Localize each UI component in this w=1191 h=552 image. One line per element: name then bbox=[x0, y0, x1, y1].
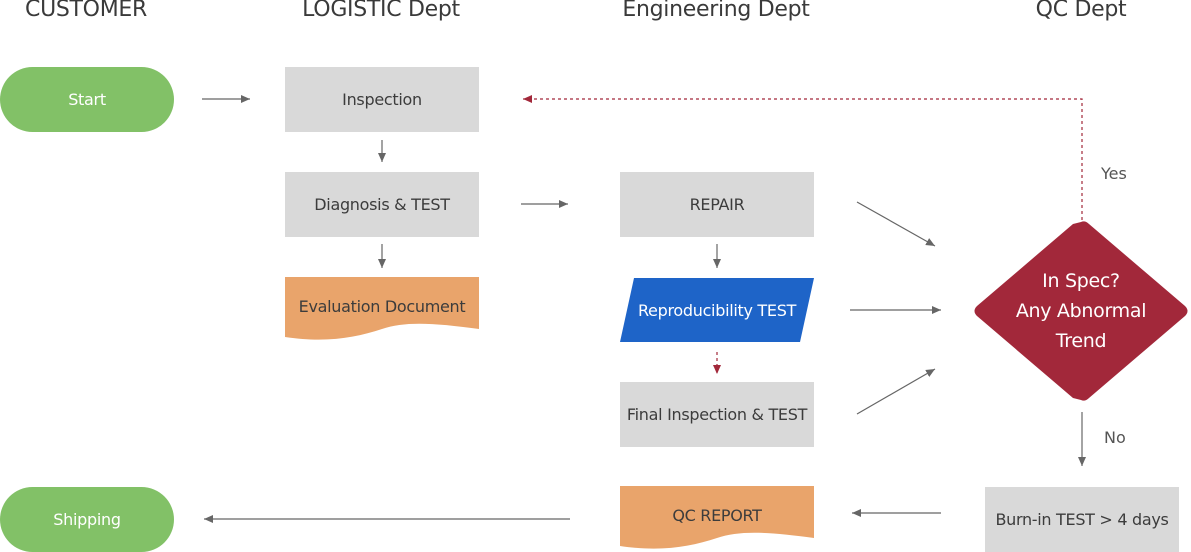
decision-label-line1: In Spec? bbox=[1042, 270, 1120, 292]
arrow-decision-yes-to-inspection bbox=[523, 95, 1083, 220]
inspection-node[interactable]: Inspection bbox=[285, 67, 479, 132]
burn-in-label: Burn-in TEST > 4 days bbox=[995, 510, 1169, 529]
document-shape bbox=[285, 277, 479, 340]
column-header-customer: CUSTOMER bbox=[25, 0, 147, 22]
final-inspection-node[interactable]: Final Inspection & TEST bbox=[620, 382, 814, 447]
column-header-engineering: Engineering Dept bbox=[622, 0, 810, 22]
arrow-repair-to-decision bbox=[856, 201, 936, 247]
qc-report-label: QC REPORT bbox=[672, 505, 762, 525]
final-inspection-label: Final Inspection & TEST bbox=[626, 405, 808, 424]
edge-label-no: No bbox=[1104, 428, 1126, 447]
arrow-final-to-decision bbox=[856, 368, 936, 415]
diagnosis-node[interactable]: Diagnosis & TEST bbox=[285, 172, 479, 237]
evaluation-label: Evaluation Document bbox=[298, 296, 466, 316]
document-shape bbox=[620, 486, 814, 549]
evaluation-document-node[interactable]: Evaluation Document bbox=[285, 277, 479, 343]
start-node[interactable]: Start bbox=[0, 67, 174, 132]
column-header-logistic: LOGISTIC Dept bbox=[302, 0, 460, 22]
reproducibility-label: Reproducibility TEST bbox=[637, 300, 797, 320]
diamond-shape bbox=[974, 221, 1188, 401]
in-spec-decision-node[interactable]: In Spec? Any Abnormal Trend bbox=[972, 220, 1190, 402]
parallelogram-shape bbox=[620, 278, 814, 342]
column-header-qc: QC Dept bbox=[1035, 0, 1127, 22]
shipping-label: Shipping bbox=[53, 510, 121, 529]
burn-in-test-node[interactable]: Burn-in TEST > 4 days bbox=[985, 487, 1179, 552]
reproducibility-test-node[interactable]: Reproducibility TEST bbox=[620, 278, 814, 342]
shipping-node[interactable]: Shipping bbox=[0, 487, 174, 552]
edge-label-yes: Yes bbox=[1101, 164, 1127, 183]
qc-report-node[interactable]: QC REPORT bbox=[620, 486, 814, 552]
decision-label-line2: Any Abnormal bbox=[1015, 300, 1147, 322]
diagnosis-label: Diagnosis & TEST bbox=[314, 195, 450, 214]
repair-label: REPAIR bbox=[689, 195, 745, 214]
start-label: Start bbox=[68, 90, 106, 109]
decision-label-line3: Trend bbox=[1055, 330, 1107, 352]
inspection-label: Inspection bbox=[342, 90, 422, 109]
repair-node[interactable]: REPAIR bbox=[620, 172, 814, 237]
decision-label: In Spec? Any Abnormal Trend bbox=[1015, 266, 1147, 356]
